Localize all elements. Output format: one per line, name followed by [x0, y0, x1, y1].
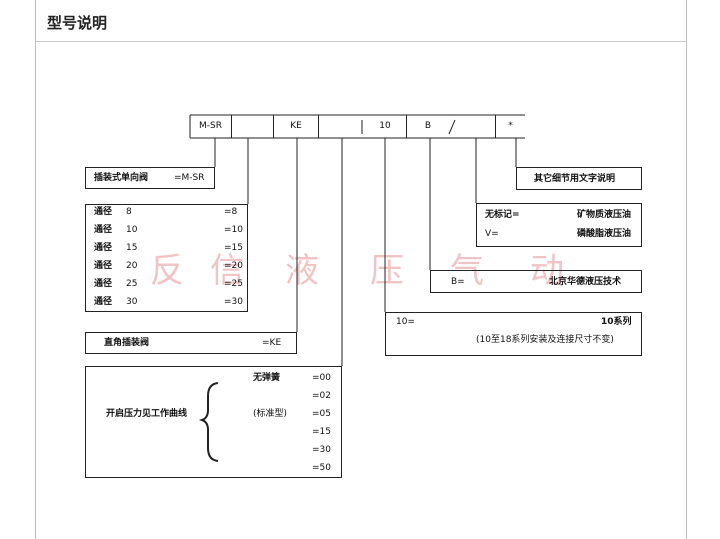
series-box: 10= 10系列 (10至18系列安装及连接尺寸不变)	[385, 312, 642, 356]
code-cell: 10	[364, 115, 407, 138]
diameter-size: 10	[126, 225, 138, 235]
diameter-box: 通径 8 =8 通径 10 =10 通径 15 =15 通径 20 =20 通径…	[85, 204, 248, 312]
diameter-code: =15	[224, 243, 243, 253]
series-label: 10=	[396, 317, 415, 327]
page-title: 型号说明	[47, 14, 108, 32]
pressure-code: =05	[312, 409, 331, 419]
angle-valve-label: 直角插装阀	[104, 338, 150, 348]
single-valve-label: 插装式单向阀	[94, 173, 149, 183]
diameter-size: 8	[126, 207, 132, 217]
watermark-char: 动	[530, 251, 564, 291]
series-note: (10至18系列安装及连接尺寸不变)	[476, 335, 614, 345]
diameter-label: 通径	[94, 243, 113, 253]
code-cell: B	[424, 121, 432, 131]
diameter-label: 通径	[94, 297, 113, 307]
cracking-pressure-box: 开启压力见工作曲线 无弹簧 (标准型) =00 =02 =05 =15 =30 …	[85, 366, 342, 478]
code-cell: *	[508, 121, 513, 131]
series-value: 10系列	[601, 317, 632, 327]
diameter-code: =8	[224, 207, 238, 217]
single-valve-box: 插装式单向阀 =M-SR	[85, 167, 215, 189]
diameter-size: 20	[126, 261, 138, 271]
diameter-label: 通径	[94, 207, 113, 217]
oil-v-value: 磷酸脂液压油	[577, 229, 632, 239]
pressure-code: =00	[312, 373, 331, 383]
diameter-code: =10	[224, 225, 243, 235]
angle-valve-code: =KE	[262, 338, 282, 348]
code-cell	[232, 115, 274, 138]
watermark-char: 反	[150, 251, 184, 291]
oil-unmarked-value: 矿物质液压油	[577, 210, 632, 220]
beijing-value: 北京华德液压技术	[549, 277, 622, 287]
watermark-char: 气	[450, 251, 484, 291]
watermark-char: 压	[370, 251, 404, 291]
angle-valve-box: 直角插装阀 =KE	[85, 332, 297, 354]
diameter-label: 通径	[94, 225, 113, 235]
diameter-size: 30	[126, 297, 138, 307]
oil-v-label: V=	[485, 229, 499, 239]
code-cell: KE	[274, 115, 319, 138]
pressure-code: =15	[312, 427, 331, 437]
no-spring-label: 无弹簧	[253, 373, 281, 383]
diameter-code: =25	[224, 279, 243, 289]
code-cell	[319, 115, 364, 138]
beijing-label: B=	[451, 277, 465, 287]
oil-unmarked-label: 无标记=	[485, 210, 520, 220]
pressure-code: =50	[312, 463, 331, 473]
diameter-size: 25	[126, 279, 138, 289]
standard-type-label: (标准型)	[253, 409, 288, 419]
beijing-box: B= 北京华德液压技术	[430, 270, 642, 293]
diameter-code: =30	[224, 297, 243, 307]
watermark-char: 液	[285, 251, 319, 291]
watermark-char: 信	[210, 251, 244, 291]
cracking-pressure-label: 开启压力见工作曲线	[106, 409, 188, 419]
diameter-size: 15	[126, 243, 138, 253]
diameter-label: 通径	[94, 279, 113, 289]
other-details-label: 其它细节用文字说明	[534, 174, 616, 184]
content-frame	[35, 0, 687, 539]
code-cell	[449, 115, 496, 138]
pressure-code: =30	[312, 445, 331, 455]
diameter-code: =20	[224, 261, 243, 271]
page-header: 型号说明	[35, 0, 687, 42]
single-valve-code: =M-SR	[174, 173, 205, 183]
other-details-box: 其它细节用文字说明	[516, 167, 642, 190]
diameter-label: 通径	[94, 261, 113, 271]
oil-type-box: 无标记= 矿物质液压油 V= 磷酸脂液压油	[476, 203, 642, 247]
code-cell: M-SR	[190, 115, 232, 138]
pressure-code: =02	[312, 391, 331, 401]
